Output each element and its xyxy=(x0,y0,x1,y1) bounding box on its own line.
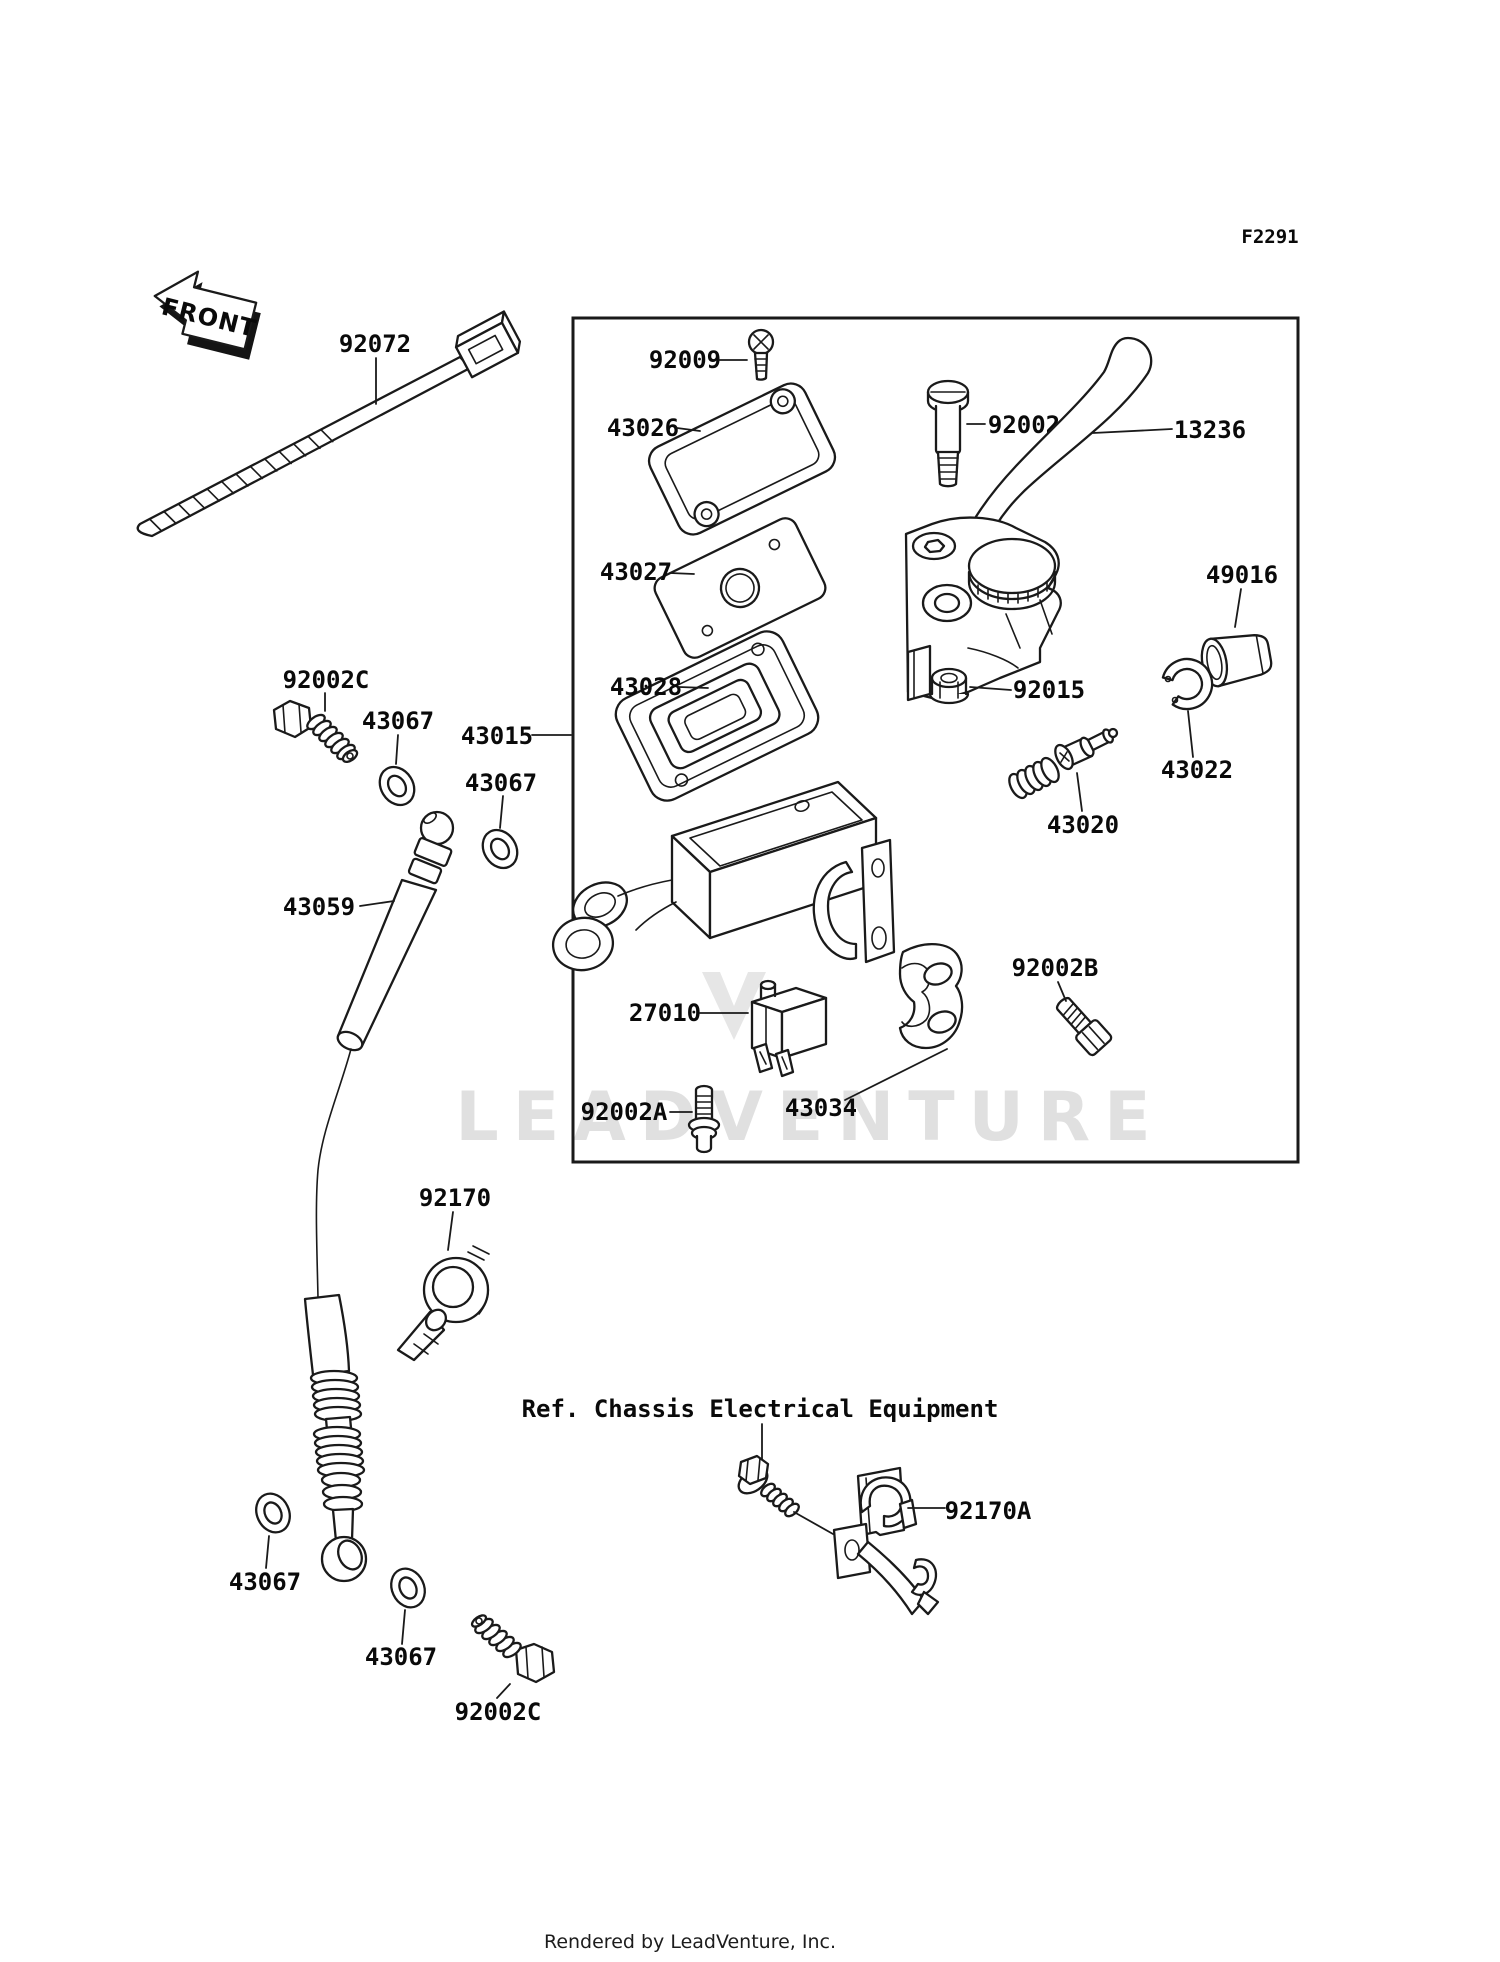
part-label-92002A: 92002A xyxy=(581,1098,668,1126)
leader-92170 xyxy=(447,1211,454,1251)
drawing-92009-screw xyxy=(747,328,775,381)
part-label-43020: 43020 xyxy=(1047,811,1119,839)
drawing-43034-clamp xyxy=(898,942,964,1050)
leader-43059 xyxy=(359,900,395,907)
drawing-92002C-bolt-lower xyxy=(470,1614,556,1684)
drawing-27010-switch xyxy=(750,979,828,1078)
part-label-13236: 13236 xyxy=(1174,416,1246,444)
leader-43026 xyxy=(676,427,701,432)
part-label-43067-4: 43067 xyxy=(365,1643,437,1671)
part-label-92002C-upper: 92002C xyxy=(283,666,370,694)
part-label-92002C-lower: 92002C xyxy=(455,1698,542,1726)
leader-43067-2 xyxy=(499,795,504,829)
leader-92002C-lower xyxy=(496,1683,511,1699)
drawing-92072-band xyxy=(136,310,522,538)
part-label-92170: 92170 xyxy=(419,1184,491,1212)
leader-43027 xyxy=(669,572,695,575)
leader-43067-1 xyxy=(395,734,399,765)
drawing-92002B-bolt xyxy=(1055,996,1113,1057)
drawing-chassis-bolt xyxy=(737,1454,800,1518)
part-label-43067-1: 43067 xyxy=(362,707,434,735)
watermark-text: LEADVENTURE xyxy=(455,1078,1164,1157)
leader-43028 xyxy=(678,686,709,689)
leader-43067-3 xyxy=(265,1535,270,1569)
leadventure-watermark: LEADVENTURE xyxy=(455,972,1164,1157)
part-label-43059: 43059 xyxy=(283,893,355,921)
part-label-27010: 27010 xyxy=(629,999,701,1027)
drawing-13236-lever xyxy=(904,336,1153,702)
part-label-43034: 43034 xyxy=(785,1094,857,1122)
drawing-43067-washer-4 xyxy=(390,1567,426,1609)
part-label-92009: 92009 xyxy=(649,346,721,374)
drawing-43067-washer-2 xyxy=(481,828,519,870)
footer-credit: Rendered by LeadVenture, Inc. xyxy=(544,1931,836,1953)
front-arrow-icon xyxy=(153,270,258,351)
part-label-43067-2: 43067 xyxy=(465,769,537,797)
leader-13236 xyxy=(1092,428,1173,434)
drawing-43020-piston xyxy=(1008,727,1119,800)
leader-bolt-to-bracket xyxy=(793,1511,834,1535)
figure-code: F2291 xyxy=(1241,226,1298,248)
part-label-43028: 43028 xyxy=(610,673,682,701)
part-label-43022: 43022 xyxy=(1161,756,1233,784)
front-direction-sign: FRONT xyxy=(153,270,261,360)
leader-92015 xyxy=(969,686,1012,691)
drawing-43067-washer-1 xyxy=(378,765,416,807)
drawing-master-cylinder-body xyxy=(551,780,896,972)
leader-43020 xyxy=(1076,772,1083,812)
part-label-43067-3: 43067 xyxy=(229,1568,301,1596)
leader-43022 xyxy=(1187,710,1194,758)
part-label-43026: 43026 xyxy=(607,414,679,442)
drawing-92002-bolt xyxy=(926,379,970,488)
drawing-43067-washer-3 xyxy=(255,1492,291,1534)
leader-92002B xyxy=(1057,981,1067,1002)
drawing-92170A-bracket xyxy=(832,1466,940,1616)
leader-43034 xyxy=(844,1048,948,1101)
drawing-92002A-screw xyxy=(687,1084,721,1154)
drawing-43027-plate xyxy=(653,517,827,659)
reference-note: Ref. Chassis Electrical Equipment xyxy=(522,1395,999,1423)
part-label-49016: 49016 xyxy=(1206,561,1278,589)
drawing-43022-circlip xyxy=(1161,657,1214,711)
leader-49016 xyxy=(1234,588,1242,628)
part-label-92170A: 92170A xyxy=(945,1497,1032,1525)
part-label-92015: 92015 xyxy=(1013,676,1085,704)
drawing-43059-hose xyxy=(303,810,455,1583)
drawing-92015-nut xyxy=(928,667,970,705)
drawing-43028-diaphragm xyxy=(614,630,820,802)
leader-43067-4 xyxy=(401,1609,406,1645)
drawing-92170-clamp xyxy=(396,1245,490,1362)
part-label-43027: 43027 xyxy=(600,558,672,586)
drawing-92002C-bolt-upper xyxy=(272,699,359,764)
assembly-group-box xyxy=(571,316,1300,1164)
part-label-92072: 92072 xyxy=(339,330,411,358)
drawing-43026-cap xyxy=(647,382,837,536)
part-label-92002B: 92002B xyxy=(1012,954,1099,982)
watermark-v-icon xyxy=(702,972,766,1040)
part-label-43015: 43015 xyxy=(461,722,533,750)
